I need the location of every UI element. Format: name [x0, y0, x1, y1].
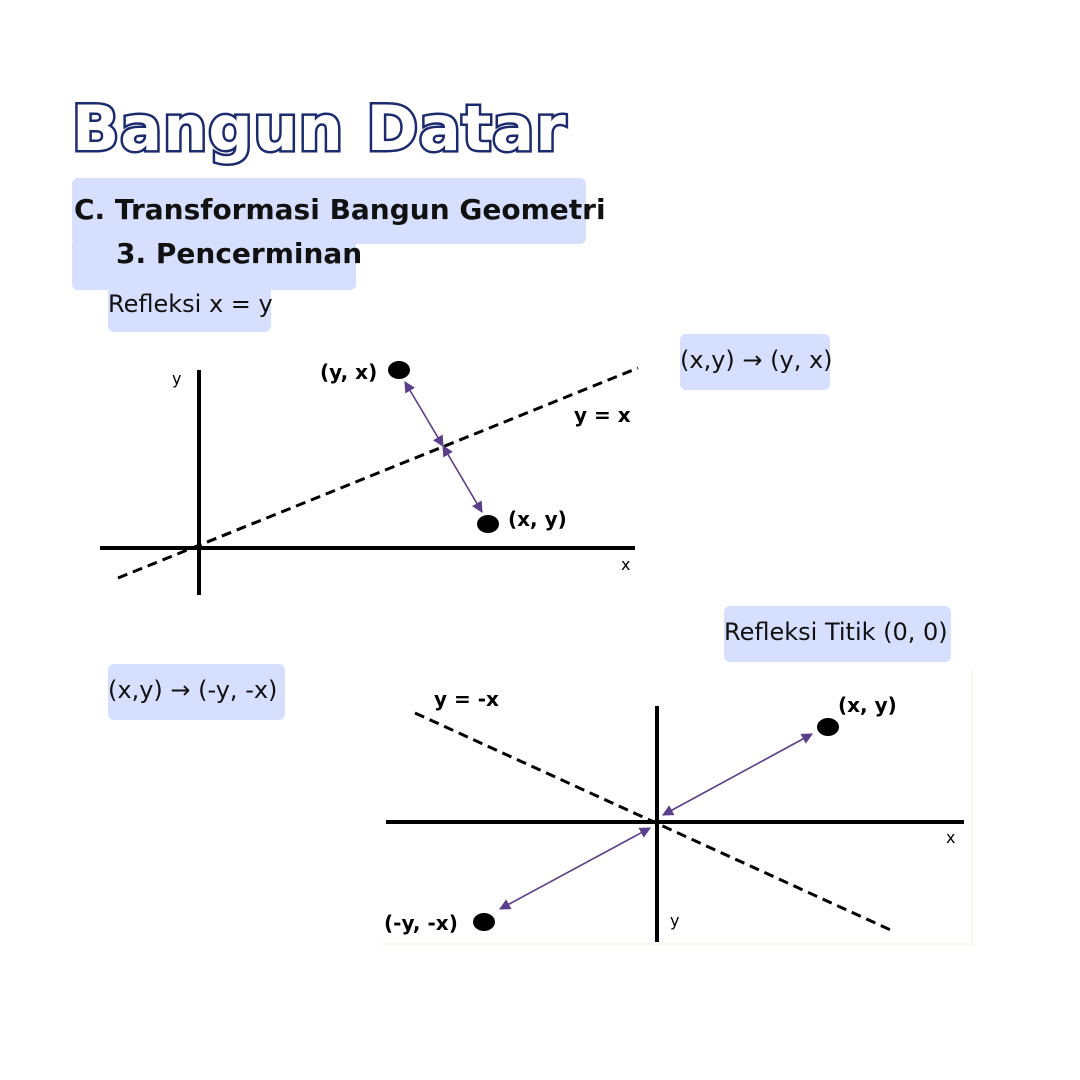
section-heading: C. Transformasi Bangun Geometri — [74, 193, 606, 226]
rule-origin-highlight — [108, 664, 285, 720]
original-point — [817, 718, 839, 736]
section-highlight — [72, 178, 586, 244]
reflection-arrow — [662, 733, 813, 816]
page-title: Bangun Datar — [70, 92, 569, 165]
reflection-origin-heading: Refleksi Titik (0, 0) — [724, 618, 948, 646]
subsection-heading: 3. Pencerminan — [116, 237, 363, 270]
reflection-arrow — [442, 445, 483, 513]
original-point — [477, 515, 499, 533]
mirror-line-label: y = -x — [434, 687, 499, 711]
mirror-line-y-equals-minus-x — [414, 711, 896, 934]
subsection-highlight — [72, 238, 356, 290]
original-point-label: (x, y) — [508, 507, 567, 531]
x-axis-label: x — [946, 828, 955, 847]
image-point-label: (y, x) — [320, 360, 377, 384]
reflection-xy-heading: Refleksi x = y — [108, 290, 273, 318]
mirror-line-y-equals-x — [117, 366, 639, 580]
image-point — [473, 913, 495, 931]
x-axis-label: x — [621, 555, 630, 574]
reflection-xy-rule: (x,y) → (y, x) — [680, 346, 833, 374]
reflection-arrow — [499, 827, 651, 910]
heading-origin-highlight — [724, 606, 951, 662]
reflection-origin-rule: (x,y) → (-y, -x) — [108, 676, 278, 704]
rule-xy-highlight — [680, 334, 830, 390]
heading-xy-highlight — [108, 286, 271, 332]
mirror-line-label: y = x — [574, 403, 631, 427]
image-point — [388, 361, 410, 379]
y-axis-label: y — [172, 369, 181, 388]
image-point-label: (-y, -x) — [384, 911, 458, 935]
original-point-label: (x, y) — [838, 693, 897, 717]
y-axis-label: y — [670, 911, 679, 930]
reflection-arrow — [404, 381, 444, 447]
